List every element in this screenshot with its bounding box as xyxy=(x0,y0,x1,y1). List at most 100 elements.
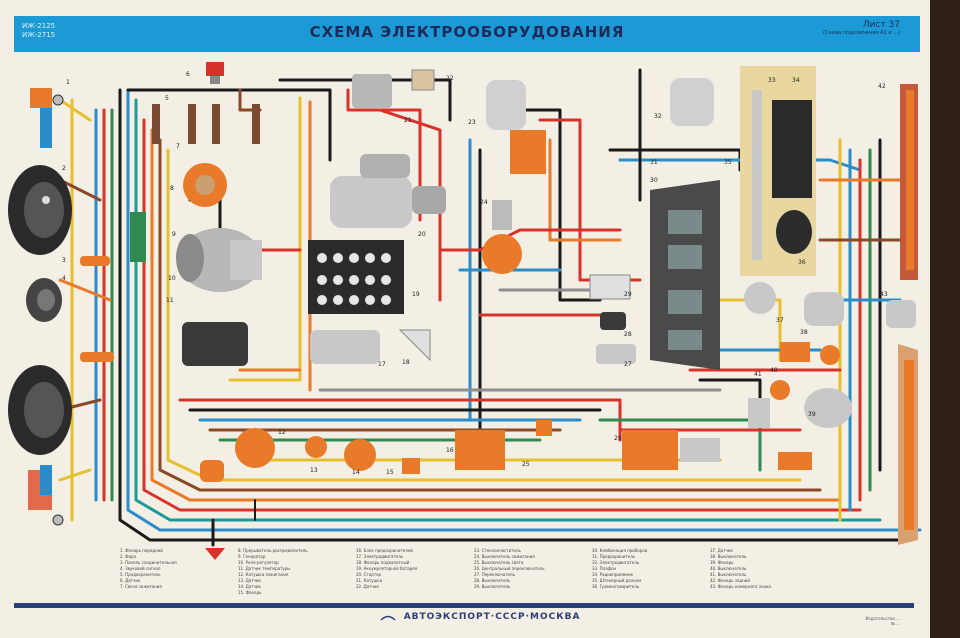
sheet-subtitle: (Схема подключения А1 и ...) xyxy=(822,30,900,36)
component-number-42: 42 xyxy=(878,83,886,90)
legend-item: 23. Стеклоочиститель xyxy=(474,548,521,553)
page-title: СХЕМА ЭЛЕКТРООБОРУДОВАНИЯ xyxy=(309,23,625,41)
legend-item: 5. Предохранитель xyxy=(120,572,161,577)
switch xyxy=(778,452,812,470)
component-number-22: 22 xyxy=(446,75,454,82)
component-number-38: 38 xyxy=(800,329,808,336)
component-number-40: 40 xyxy=(770,367,778,374)
legend-item: 21. Катушка xyxy=(356,578,383,583)
ignition-coil xyxy=(235,428,275,468)
component-number-23: 23 xyxy=(468,119,476,126)
horn xyxy=(26,278,62,322)
component-number-36: 36 xyxy=(798,259,806,266)
fuse-block xyxy=(455,430,505,470)
legend-item: 4. Звуковой сигнал xyxy=(120,566,161,571)
legend-item: 8. Прерыватель-распределитель xyxy=(238,548,308,553)
generator xyxy=(176,228,262,292)
legend-item: 6. Датчик xyxy=(120,578,141,583)
component-number-7: 7 xyxy=(176,143,180,150)
legend-item: 33. Плафон xyxy=(592,566,617,571)
component-number-21: 21 xyxy=(404,117,412,124)
under-hood-lamp xyxy=(398,329,431,362)
front-light-top xyxy=(30,88,64,148)
component-number-28: 28 xyxy=(624,331,632,338)
component-number-2: 2 xyxy=(62,165,66,172)
component-number-6: 6 xyxy=(186,71,190,78)
wire-bundle xyxy=(58,68,922,547)
light-switch xyxy=(536,420,552,436)
footer: АВТОЭКСПОРТ·СССР·МОСКВА xyxy=(0,612,960,622)
switch xyxy=(770,380,790,400)
instrument-panel xyxy=(650,180,720,370)
sensor-round xyxy=(744,282,776,314)
voltage-regulator xyxy=(182,322,248,366)
oil-sensor-top xyxy=(206,62,224,84)
legend-item: 36. Громкоговоритель xyxy=(592,584,640,589)
lamp xyxy=(804,388,852,428)
component-number-43: 43 xyxy=(880,291,888,298)
component-number-18: 18 xyxy=(402,359,410,366)
legend-item: 39. Фонарь xyxy=(710,560,734,565)
legend-item: 37. Датчик xyxy=(710,548,733,553)
component-number-41: 41 xyxy=(754,371,762,378)
legend-item: 12. Катушка зажигания xyxy=(238,572,289,577)
legend-item: 31. Предохранитель xyxy=(592,554,636,559)
legend-item: 2. Фара xyxy=(120,554,136,559)
component-number-27: 27 xyxy=(624,361,632,368)
connector-block xyxy=(80,352,114,362)
component-number-1: 1 xyxy=(66,79,70,86)
legend-item: 22. Датчик xyxy=(356,584,379,589)
fan-motor xyxy=(670,78,714,126)
legend-item: 18. Фонарь подкапотный xyxy=(356,560,410,565)
legend-item: 15. Фонарь xyxy=(238,590,262,595)
component-number-15: 15 xyxy=(386,469,394,476)
headlamp-top xyxy=(8,165,72,255)
radio-panel xyxy=(740,66,816,276)
legend-item: 7. Свеча зажигания xyxy=(120,584,162,589)
component-number-3: 3 xyxy=(62,257,66,264)
component-number-9: 9 xyxy=(172,231,176,238)
legend-item: 32. Электродвигатель xyxy=(592,560,640,565)
sensor xyxy=(411,69,435,91)
legend-item: 13. Датчик xyxy=(238,578,261,583)
legend-item: 40. Выключатель xyxy=(710,566,747,571)
legend-item: 38. Выключатель xyxy=(710,554,747,559)
switch xyxy=(780,342,810,362)
component-number-14: 14 xyxy=(352,469,360,476)
component-number-33: 33 xyxy=(768,77,776,84)
component-number-12: 12 xyxy=(278,429,286,436)
license-plate-lamp xyxy=(886,300,916,328)
legend-item: 24. Выключатель зажигания xyxy=(474,554,535,559)
ignition-switch xyxy=(482,234,522,274)
legend-item: 43. Фонарь номерного знака xyxy=(710,584,771,589)
battery xyxy=(308,240,404,314)
component-number-34: 34 xyxy=(792,77,800,84)
coil xyxy=(352,74,392,108)
model-label: ИЖ-2125 ИЖ-2715 xyxy=(22,22,56,39)
tail-light-bottom xyxy=(898,344,918,545)
component-number-39: 39 xyxy=(808,411,816,418)
legend-item: 27. Переключатель xyxy=(474,572,515,577)
temperature-sensor xyxy=(130,212,146,262)
oil-sensor-bottom xyxy=(205,548,225,560)
legend-item: 17. Электродвигатель xyxy=(356,554,404,559)
component-number-25: 25 xyxy=(522,461,530,468)
component-number-32: 32 xyxy=(654,113,662,120)
component-number-31: 31 xyxy=(650,159,658,166)
title-band: ИЖ-2125 ИЖ-2715 СХЕМА ЭЛЕКТРООБОРУДОВАНИ… xyxy=(14,16,920,52)
legend-item: 26. Центральный переключатель xyxy=(474,566,545,571)
legend-item: 35. Штекерный разъем xyxy=(592,578,642,583)
switch xyxy=(600,312,626,330)
legend-item: 9. Генератор xyxy=(238,554,266,559)
component-number-29: 29 xyxy=(624,291,632,298)
central-switch xyxy=(622,430,678,470)
legend-item: 30. Комбинация приборов xyxy=(592,548,648,553)
connector-block xyxy=(80,256,110,266)
